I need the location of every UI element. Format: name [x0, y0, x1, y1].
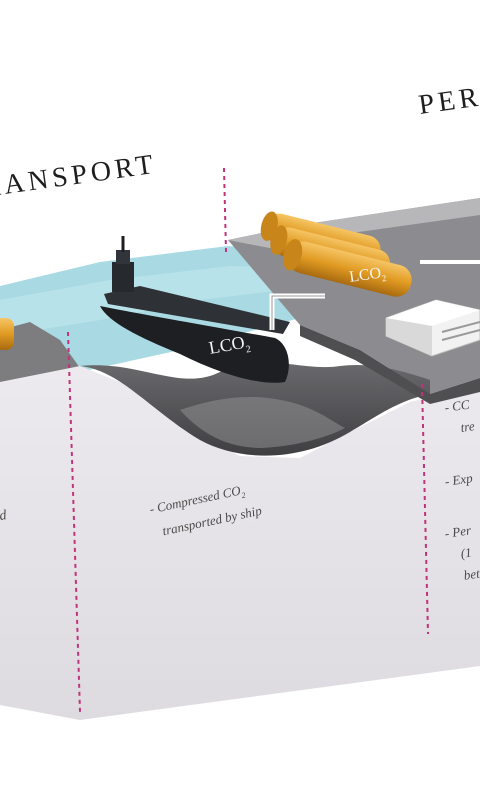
tank-fragment-left	[0, 318, 14, 350]
storage-bullet-3: - Per (1 bet	[444, 522, 480, 585]
storage-bullet-2: - Exp	[444, 470, 474, 489]
transfer-pipe-outline	[271, 295, 325, 330]
co2-ship: LCO2	[100, 236, 290, 383]
section-divider-right	[421, 383, 429, 635]
land-block-left	[0, 322, 80, 385]
section-divider-middle	[223, 167, 227, 253]
ship-bridge	[112, 262, 134, 292]
storage-bullet-1: - CC tre	[444, 396, 477, 437]
ship-hull	[100, 306, 289, 383]
capture-text-fragment: d	[0, 508, 8, 524]
ship-deck	[104, 286, 290, 334]
lco2-storage-tanks: LCO2	[260, 211, 412, 297]
seabed-rock-highlight	[180, 396, 345, 448]
cross-section-panel	[0, 366, 480, 720]
tank-cargo-label: LCO2	[348, 264, 387, 288]
storage-tank	[283, 239, 412, 297]
ship-bridge-top	[116, 250, 130, 264]
compression-unit	[385, 299, 480, 357]
land-underside-right	[300, 325, 480, 404]
